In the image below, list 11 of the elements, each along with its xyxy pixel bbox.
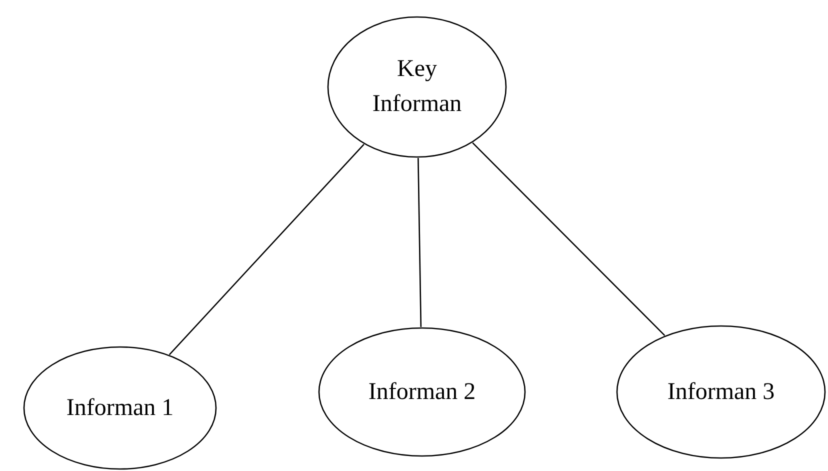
ellipse-node	[327, 16, 507, 158]
ellipse-node	[616, 325, 826, 459]
connector-line	[418, 158, 422, 328]
connector-line	[472, 142, 666, 336]
ellipse-node	[318, 327, 526, 457]
ellipse-node	[23, 346, 217, 470]
node-label: Informan 2	[367, 378, 477, 407]
node-label: Key Informan	[371, 55, 463, 119]
node-label: Informan 1	[65, 394, 175, 423]
connector-line	[168, 144, 364, 356]
node-label: Informan 3	[666, 378, 776, 407]
